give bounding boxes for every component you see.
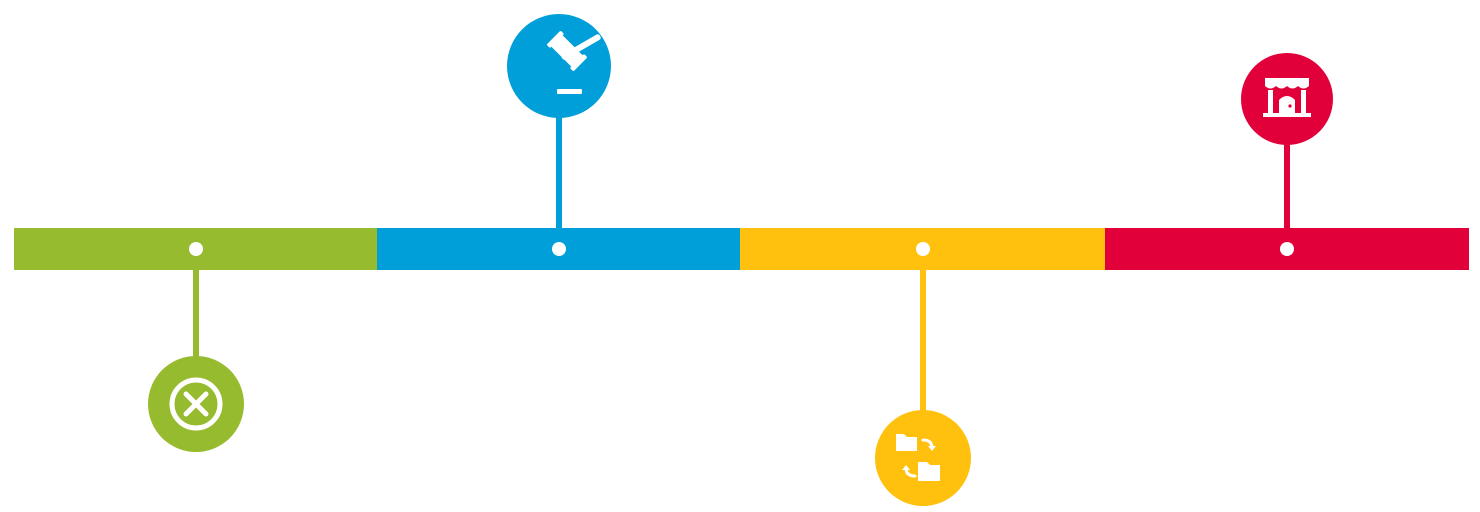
timeline-segment-1 <box>14 228 378 452</box>
folder-transfer-icon <box>896 434 940 481</box>
icon-circle-segment-3 <box>875 410 971 506</box>
timeline-dot-segment-1 <box>189 242 203 256</box>
timeline-dot-segment-3 <box>916 242 930 256</box>
timeline-segment-3 <box>740 228 1106 506</box>
cancel-icon <box>169 377 223 431</box>
timeline-dot-segment-4 <box>1280 242 1294 256</box>
timeline-segment-2 <box>377 14 741 270</box>
timeline-segment-4 <box>1105 53 1469 270</box>
timeline-dot-segment-2 <box>552 242 566 256</box>
gavel-icon <box>547 31 601 94</box>
storefront-icon <box>1263 78 1311 117</box>
icon-circle-segment-2 <box>507 14 611 118</box>
